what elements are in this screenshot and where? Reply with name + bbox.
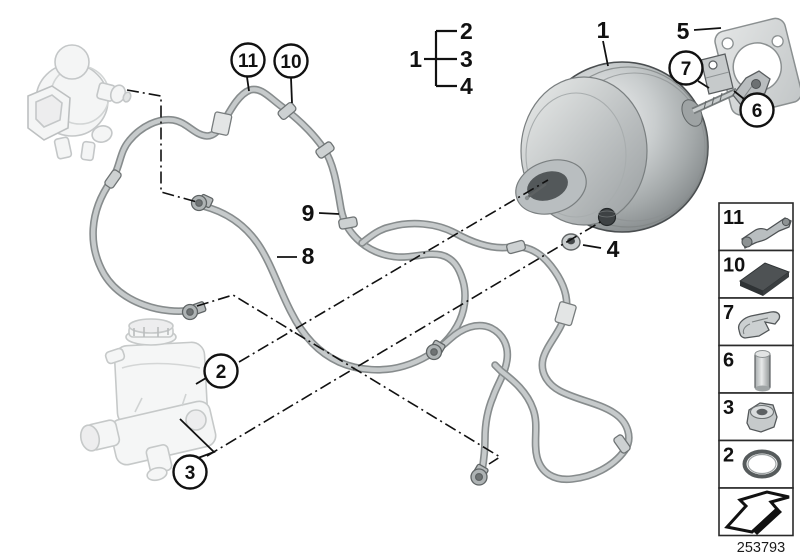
svg-text:10: 10: [280, 52, 301, 73]
booster-pushrod: [681, 87, 739, 127]
svg-text:2: 2: [216, 362, 227, 383]
svg-text:11: 11: [238, 51, 259, 72]
vacuum-pump-ghost: [27, 44, 132, 162]
callout-8[interactable]: 8: [302, 243, 315, 269]
vacuum-hose-long: [89, 85, 469, 352]
banjo-fitting: [425, 339, 446, 361]
callout-bracket-parent[interactable]: 1: [409, 46, 422, 72]
vacuum-hose-lower-loop: [358, 219, 633, 484]
reference-lines: [126, 89, 603, 465]
hose-clamp-bracket-icon: [741, 217, 792, 249]
reference-line-hose-to-hose: [196, 294, 502, 465]
callout-bracket-child[interactable]: 2: [460, 18, 473, 44]
svg-text:7: 7: [681, 59, 692, 80]
legend-label: 11: [723, 207, 744, 229]
leader-lines: [179, 27, 745, 459]
brake-booster: [515, 53, 771, 233]
hose-sleeves: [104, 101, 631, 454]
vacuum-hose-middle: [199, 202, 512, 475]
legend-sidebar: 11 10 7 6 3 2: [718, 202, 794, 537]
grommet-washer: [561, 233, 581, 251]
callout-circled-2[interactable]: 2: [203, 353, 239, 389]
callout-1[interactable]: 1: [597, 17, 610, 43]
mounting-bracket: [700, 53, 734, 95]
callout-circled-6[interactable]: 6: [739, 92, 775, 128]
legend-label: 2: [723, 445, 734, 467]
o-ring-icon: [742, 449, 782, 479]
callout-circled-11[interactable]: 11: [230, 42, 266, 78]
master-cylinder-ghost: [79, 393, 217, 482]
reference-line-nut-to-port: [206, 220, 603, 457]
circled-callouts: 11 10 7 6 2 3: [172, 42, 775, 490]
pin-icon: [754, 350, 771, 392]
booster-front-recess: [515, 159, 587, 215]
legend-label: 10: [723, 255, 745, 277]
reference-line-oring-to-booster: [238, 179, 549, 363]
banjo-fitting: [190, 193, 214, 212]
legend-item-7[interactable]: [718, 297, 794, 347]
reference-line-pump-to-hose: [126, 89, 198, 203]
vacuum-hose-assembly: [89, 85, 633, 486]
callout-bracket-child[interactable]: 3: [460, 46, 473, 72]
callout-9[interactable]: 9: [302, 200, 315, 226]
booster-stud: [527, 182, 547, 199]
callout-5[interactable]: 5: [677, 18, 690, 44]
callout-4[interactable]: 4: [607, 236, 620, 262]
svg-text:6: 6: [752, 101, 763, 122]
hose-clamp-blocks: [210, 111, 577, 327]
callout-group-bracket: [424, 29, 457, 88]
banjo-fitting: [470, 463, 489, 486]
diagram-number: 253793: [737, 540, 785, 556]
hex-nut-icon: [746, 402, 778, 433]
svg-text:3: 3: [185, 463, 196, 484]
replacement-arrow-icon: [724, 490, 790, 535]
legend-label: 6: [723, 350, 734, 372]
spring-clip-icon: [737, 311, 781, 339]
legend-label: 3: [723, 397, 734, 419]
legend-label: 7: [723, 302, 734, 324]
callout-circled-3[interactable]: 3: [172, 454, 208, 490]
hose-end-fittings: [181, 193, 489, 486]
callout-circled-10[interactable]: 10: [273, 43, 309, 79]
adhesive-pad-icon: [738, 262, 791, 296]
callout-bracket-child[interactable]: 4: [460, 73, 473, 99]
callout-circled-7[interactable]: 7: [668, 50, 704, 86]
